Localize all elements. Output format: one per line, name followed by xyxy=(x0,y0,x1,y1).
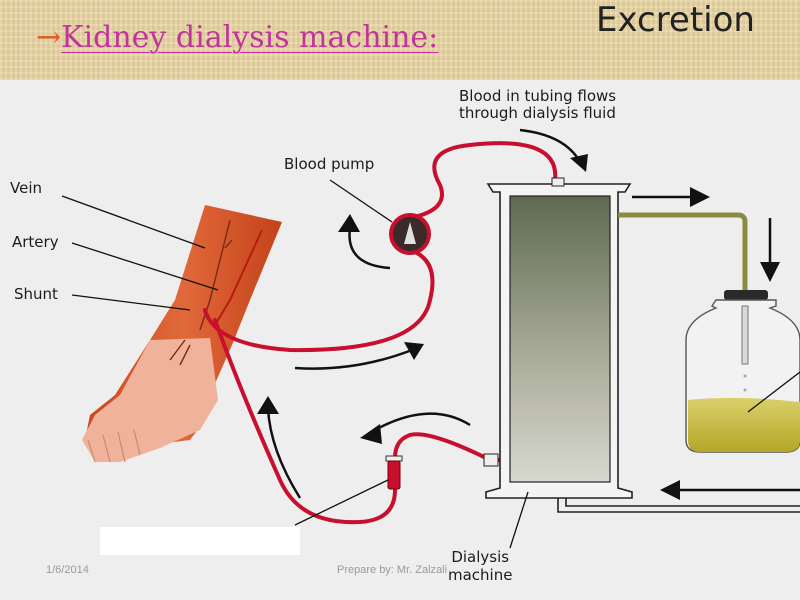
redacted-label-box xyxy=(100,527,300,555)
fluid-leader-line xyxy=(747,371,800,413)
arm-illustration xyxy=(82,205,282,463)
footer-date: 1/6/2014 xyxy=(46,564,89,576)
label-artery: Artery xyxy=(12,233,59,251)
flow-arrows xyxy=(266,128,800,499)
section-title: Excretion xyxy=(596,0,755,40)
outlet-tube xyxy=(618,212,748,292)
arrow-heads xyxy=(257,154,780,500)
dialysis-leader-line xyxy=(509,491,529,549)
bubble-trap-icon xyxy=(385,455,403,490)
label-blood-pump: Blood pump xyxy=(284,155,375,173)
slide-title: →Kidney dialysis machine: xyxy=(36,20,438,55)
pump-leader-line xyxy=(329,179,393,223)
title-arrow-icon: → xyxy=(36,20,62,55)
label-dialysis-line2: machine xyxy=(448,566,513,584)
dialyser-icon xyxy=(483,177,633,499)
label-blood-flow-line1: Blood in tubing flows xyxy=(459,87,617,105)
footer-author: Prepare by: Mr. Zalzali xyxy=(337,564,448,576)
artery-leader-line xyxy=(71,242,219,291)
trap-leader-line xyxy=(294,479,389,526)
shunt-leader-line xyxy=(71,294,191,311)
label-shunt: Shunt xyxy=(14,285,58,303)
label-blood-flow: Blood in tubing flows through dialysis f… xyxy=(459,88,616,122)
vein-leader-line xyxy=(61,195,206,249)
slide-title-text: Kidney dialysis machine: xyxy=(61,20,439,55)
blood-pump-icon xyxy=(389,213,431,255)
label-dialysis-machine: Dialysis machine xyxy=(448,548,512,584)
fluid-bottle-icon xyxy=(685,290,800,453)
label-blood-flow-line2: through dialysis fluid xyxy=(459,104,616,122)
dialysis-diagram xyxy=(0,80,800,600)
return-tube xyxy=(557,498,800,513)
label-dialysis-line1: Dialysis xyxy=(451,548,510,566)
slide-header: →Kidney dialysis machine: Excretion xyxy=(0,0,800,80)
label-vein: Vein xyxy=(10,179,42,197)
